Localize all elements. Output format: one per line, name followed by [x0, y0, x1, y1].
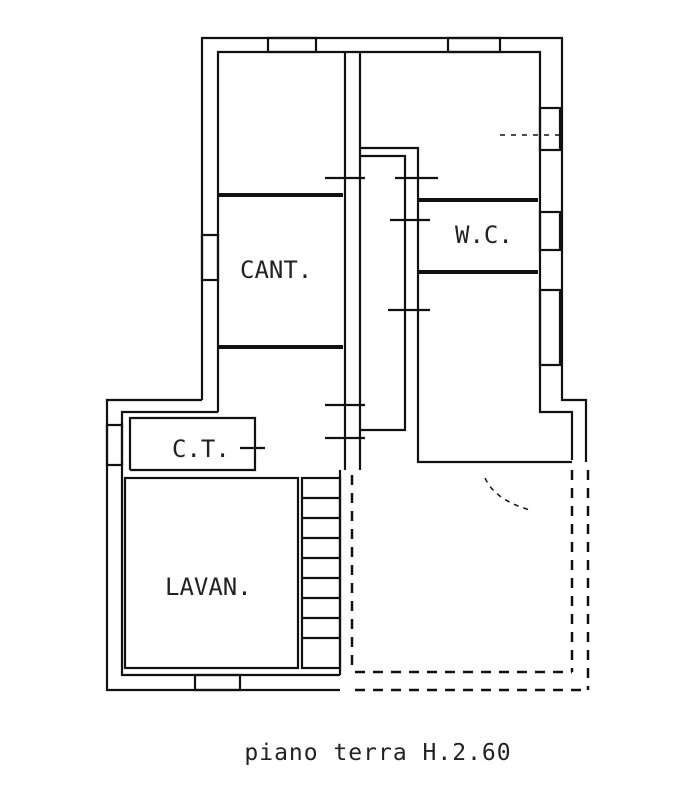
room-label-wc: W.C.	[455, 221, 513, 249]
dashed-outline	[350, 134, 590, 692]
room-label-cantina: CANT.	[240, 256, 312, 284]
room-label-centrale-termica: C.T.	[172, 435, 230, 463]
staircase	[300, 476, 342, 670]
plan-caption: piano terra H.2.60	[244, 740, 511, 766]
windows	[105, 36, 562, 692]
interior-walls	[123, 52, 572, 675]
room-label-lavanderia: LAVAN.	[165, 573, 252, 601]
